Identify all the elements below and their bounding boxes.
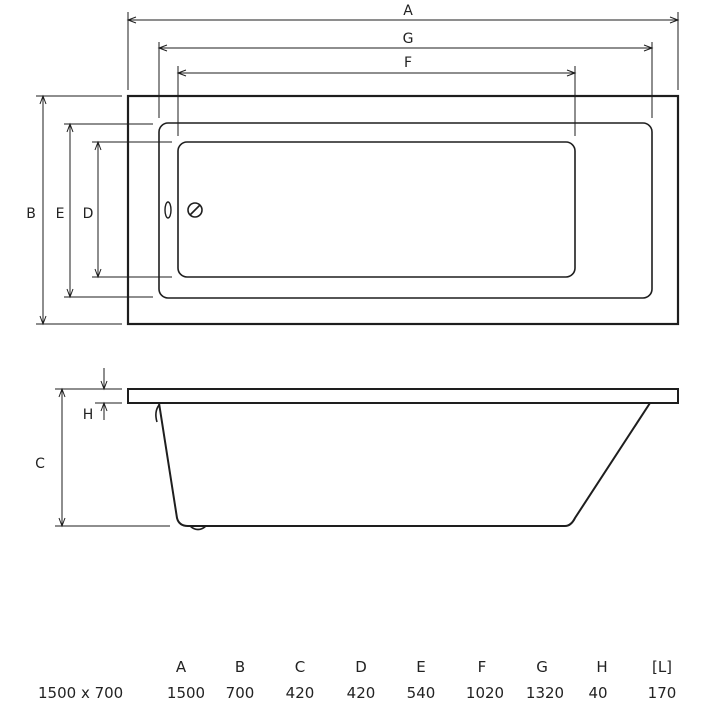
label-f: F (404, 55, 412, 71)
label-g: G (403, 31, 414, 47)
header-c: C (294, 658, 306, 676)
dimension-g (157, 42, 654, 118)
spec-data-row: 1500 x 700 1500 700 420 420 540 1020 132… (0, 684, 715, 710)
value-d: 420 (346, 684, 376, 702)
tub-outer-rim (126, 94, 680, 326)
label-c: C (35, 456, 45, 472)
dimension-spec-table: A B C D E F G H [L] 1500 x 700 1500 700 … (0, 658, 715, 710)
tub-leg-profile (155, 404, 160, 423)
dimension-d (92, 140, 172, 279)
dimension-c (55, 387, 170, 528)
dimension-e (64, 122, 153, 299)
header-f: F (477, 658, 487, 676)
value-b: 700 (225, 684, 255, 702)
label-d: D (83, 206, 94, 222)
header-l: [L] (651, 658, 673, 676)
value-a: 1500 (166, 684, 206, 702)
header-h: H (596, 658, 608, 676)
dimension-a (126, 12, 680, 90)
tub-foot-profile (189, 525, 207, 531)
dimension-f (176, 66, 577, 136)
tub-body-profile (158, 402, 651, 527)
header-a: A (175, 658, 187, 676)
header-g: G (536, 658, 548, 676)
drain-slot (189, 204, 201, 216)
header-d: D (355, 658, 367, 676)
label-e: E (56, 206, 65, 222)
value-h: 40 (588, 684, 608, 702)
value-e: 540 (406, 684, 436, 702)
value-f: 1020 (465, 684, 505, 702)
tub-basin-bottom (177, 141, 576, 278)
drain-icon (187, 202, 203, 218)
spec-header-row: A B C D E F G H [L] (0, 658, 715, 684)
dimension-b (36, 94, 122, 326)
top-view (126, 94, 680, 326)
header-e: E (416, 658, 426, 676)
value-g: 1320 (525, 684, 565, 702)
label-h: H (83, 407, 94, 423)
value-l: 170 (647, 684, 677, 702)
bathtub-technical-drawing: A G F B E D H C (26, 3, 680, 531)
header-b: B (234, 658, 246, 676)
side-view (127, 388, 679, 531)
label-a: A (403, 3, 413, 19)
dimension-h (95, 368, 122, 420)
tub-rim-profile (127, 388, 679, 404)
label-b: B (26, 206, 36, 222)
tub-inner-rim (158, 122, 653, 299)
model-size: 1500 x 700 (38, 684, 124, 702)
overflow-icon (164, 201, 172, 219)
value-c: 420 (285, 684, 315, 702)
